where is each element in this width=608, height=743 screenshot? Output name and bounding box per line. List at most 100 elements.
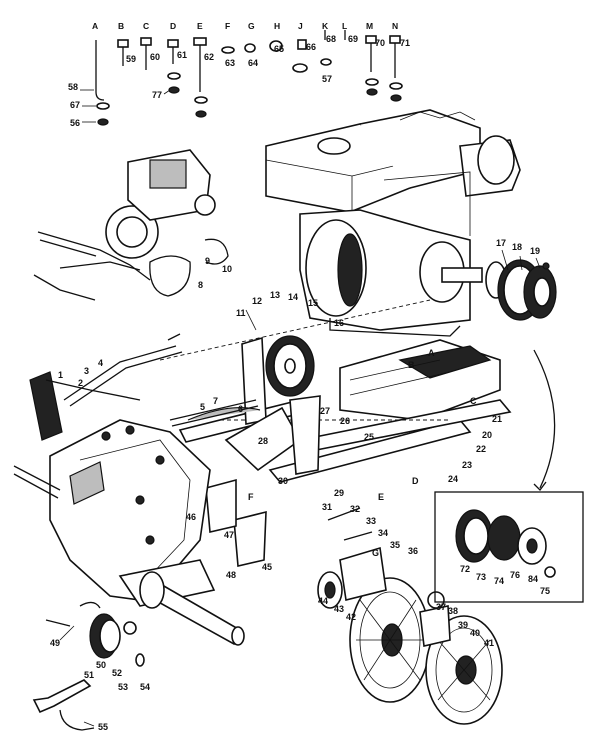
label-7: 7 <box>213 396 218 406</box>
label-47: 47 <box>224 530 234 540</box>
drive-pulley-assembly <box>485 259 557 321</box>
label-letter-b: B <box>118 21 124 31</box>
label-73: 73 <box>476 572 486 582</box>
label-16: 16 <box>334 318 344 328</box>
label-29: 29 <box>334 488 344 498</box>
label-54: 54 <box>140 682 150 692</box>
label-letter-d: D <box>170 21 176 31</box>
label-letter-m: M <box>366 21 373 31</box>
label-15: 15 <box>308 298 318 308</box>
ref-letter-c: C <box>470 396 477 406</box>
label-letter-n: N <box>392 21 398 31</box>
label-77: 77 <box>152 90 162 100</box>
label-41: 41 <box>484 638 494 648</box>
label-28: 28 <box>258 436 268 446</box>
label-57: 57 <box>322 74 332 84</box>
label-letter-e: E <box>197 21 203 31</box>
label-63: 63 <box>225 58 235 68</box>
label-70: 70 <box>375 38 385 48</box>
label-59: 59 <box>126 54 136 64</box>
label-1: 1 <box>58 370 63 380</box>
label-62: 62 <box>204 52 214 62</box>
label-60: 60 <box>150 52 160 62</box>
label-4: 4 <box>98 358 103 368</box>
label-19: 19 <box>530 246 540 256</box>
hardware-letter-labels: A B C D E F G H J K L M N <box>92 21 398 31</box>
label-68: 68 <box>326 34 336 44</box>
label-66: 66 <box>306 42 316 52</box>
label-75: 75 <box>540 586 550 596</box>
label-43: 43 <box>334 604 344 614</box>
label-67: 67 <box>70 100 80 110</box>
label-26: 26 <box>340 416 350 426</box>
label-56: 56 <box>70 118 80 128</box>
label-48: 48 <box>226 570 236 580</box>
label-14: 14 <box>288 292 298 302</box>
label-64: 64 <box>248 58 258 68</box>
hardware-number-labels: 58 59 60 61 62 63 64 65 66 68 69 70 71 6… <box>68 34 410 128</box>
label-9: 9 <box>205 256 210 266</box>
assembly-reference-letters: A B C D E F G <box>248 348 477 558</box>
label-30: 30 <box>278 476 288 486</box>
label-44: 44 <box>318 596 328 606</box>
label-38: 38 <box>448 606 458 616</box>
label-65: 65 <box>274 44 284 54</box>
label-letter-f: F <box>225 21 230 31</box>
ref-letter-a: A <box>428 348 435 358</box>
ref-letter-b: B <box>408 360 415 370</box>
ref-letter-g: G <box>372 548 379 558</box>
engine <box>265 109 521 337</box>
label-37: 37 <box>436 602 446 612</box>
label-45: 45 <box>262 562 272 572</box>
label-10: 10 <box>222 264 232 274</box>
transmission-case <box>13 419 245 646</box>
label-51: 51 <box>84 670 94 680</box>
label-letter-l: L <box>342 21 347 31</box>
label-25: 25 <box>364 432 374 442</box>
label-36: 36 <box>408 546 418 556</box>
label-8: 8 <box>198 280 203 290</box>
label-76: 76 <box>510 570 520 580</box>
label-21: 21 <box>492 414 502 424</box>
label-42: 42 <box>346 612 356 622</box>
label-letter-a: A <box>92 21 98 31</box>
label-13: 13 <box>270 290 280 300</box>
label-33: 33 <box>366 516 376 526</box>
label-11: 11 <box>236 308 246 318</box>
frame <box>159 299 512 483</box>
label-69: 69 <box>348 34 358 44</box>
label-50: 50 <box>96 660 106 670</box>
label-27: 27 <box>320 406 330 416</box>
label-32: 32 <box>350 504 360 514</box>
hardware-bolts <box>95 30 403 126</box>
label-18: 18 <box>512 242 522 252</box>
assembled-tiller-sketch <box>33 149 229 301</box>
label-letter-j: J <box>298 21 303 31</box>
label-letter-h: H <box>274 21 280 31</box>
ref-letter-e: E <box>378 492 384 502</box>
label-31: 31 <box>322 502 332 512</box>
hub-and-fasteners <box>32 601 145 731</box>
label-72: 72 <box>460 564 470 574</box>
label-58: 58 <box>68 82 78 92</box>
label-52: 52 <box>112 668 122 678</box>
label-34: 34 <box>378 528 388 538</box>
label-12: 12 <box>252 296 262 306</box>
label-letter-c: C <box>143 21 149 31</box>
label-40: 40 <box>470 628 480 638</box>
part-number-labels: 1 2 3 4 5 6 7 8 9 10 11 12 13 14 15 16 1… <box>50 238 550 732</box>
label-46: 46 <box>186 512 196 522</box>
label-5: 5 <box>200 402 205 412</box>
label-2: 2 <box>78 378 83 388</box>
idler-pulley <box>169 335 321 567</box>
label-23: 23 <box>462 460 472 470</box>
label-24: 24 <box>448 474 458 484</box>
clutch-inset <box>434 349 584 603</box>
label-22: 22 <box>476 444 486 454</box>
label-53: 53 <box>118 682 128 692</box>
label-39: 39 <box>458 620 468 630</box>
label-17: 17 <box>496 238 506 248</box>
label-6: 6 <box>238 404 243 414</box>
label-letter-g: G <box>248 21 255 31</box>
shift-lever-and-handle <box>29 333 183 441</box>
